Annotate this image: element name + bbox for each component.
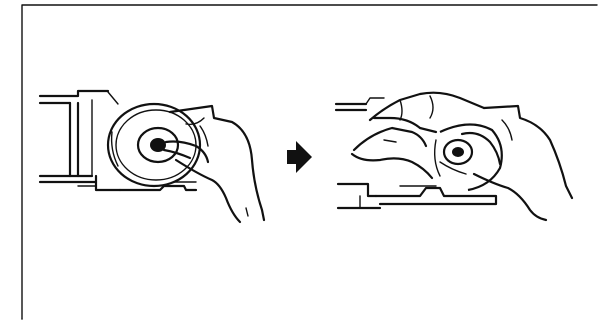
hand-right-side bbox=[439, 104, 574, 222]
disc-tray-left bbox=[38, 89, 198, 192]
right-arrow-icon bbox=[287, 141, 312, 173]
panel-step-2 bbox=[334, 91, 574, 222]
diagram-border bbox=[21, 4, 598, 320]
panel-step-1 bbox=[38, 89, 266, 224]
compact-disc-left bbox=[106, 102, 202, 188]
disc-tray-right bbox=[334, 97, 498, 210]
hand-right-top bbox=[350, 91, 486, 180]
compact-disc-right bbox=[433, 123, 503, 192]
hand-left bbox=[162, 104, 266, 224]
